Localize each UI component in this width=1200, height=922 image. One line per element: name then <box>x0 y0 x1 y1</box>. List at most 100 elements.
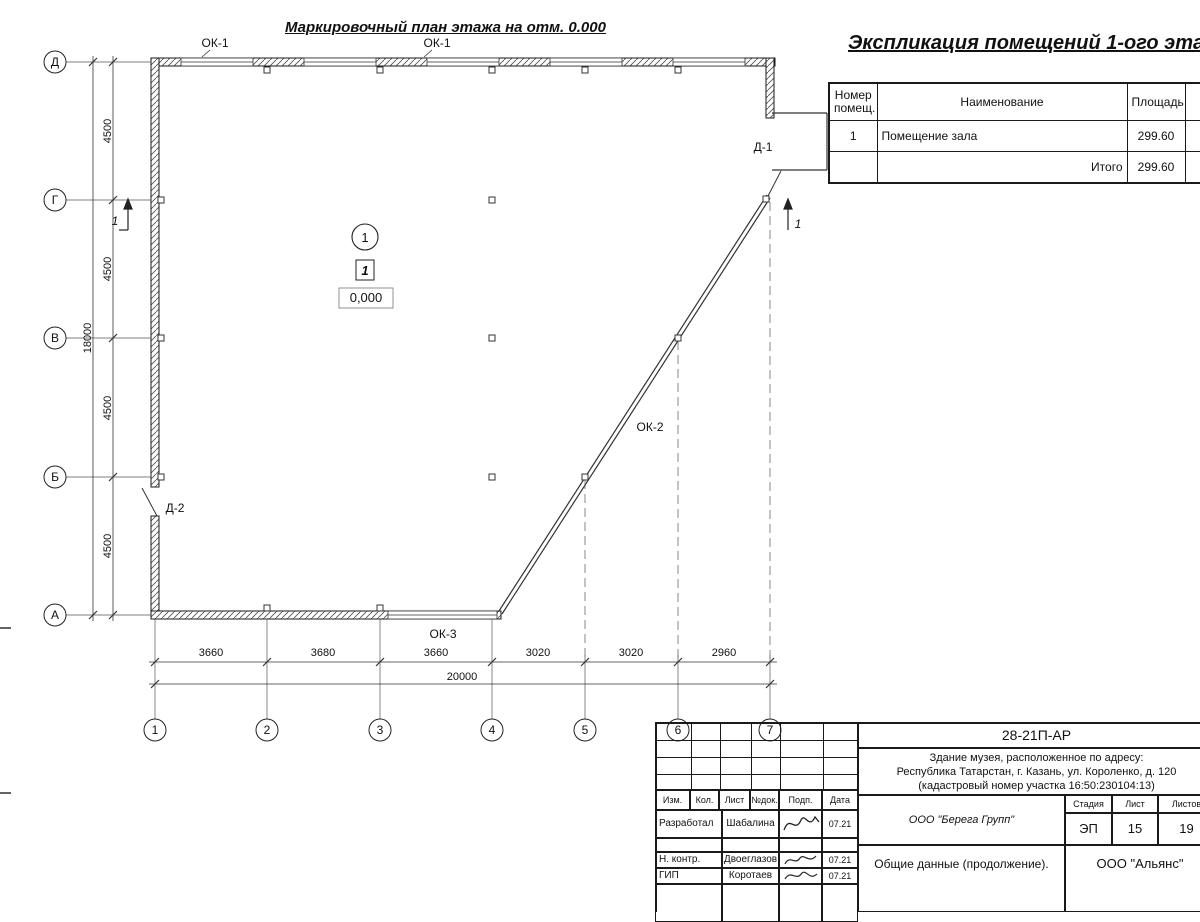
dim-bottom-1: 3660 <box>199 647 223 659</box>
section-mark-right-label: 1 <box>795 217 802 231</box>
signature-scribble <box>783 855 816 865</box>
name-ncontrol: Двоеглазов <box>722 852 779 868</box>
axis-col-1: 1 <box>152 723 159 737</box>
organization-name: ООО "Альянс" <box>1065 845 1200 912</box>
col-header-category: Ка по <box>1184 82 1200 121</box>
signature-ncontrol <box>779 852 822 868</box>
grid-line <box>720 723 721 789</box>
table-row: 1 Помещение зала 299.60 <box>828 119 1200 152</box>
room-cat-cell <box>1184 119 1200 152</box>
col-header-area: Площадь <box>1126 82 1186 121</box>
total-cat-cell <box>1184 150 1200 184</box>
doc-number: 28-21П-АР <box>858 722 1200 748</box>
grid-line <box>656 740 857 741</box>
signature-scribble <box>782 815 820 831</box>
dim-bottom-6: 2960 <box>712 647 736 659</box>
drawing-sheet: Маркировочный план этажа на отм. 0.000 Э… <box>0 19 1200 922</box>
dim-left-1: 4500 <box>102 119 114 143</box>
axis-lines <box>66 61 771 719</box>
col-header-number: Номер помещ. <box>828 82 878 121</box>
date-gip: 07.21 <box>822 868 858 884</box>
bottom-window <box>387 610 498 620</box>
col-kol: Кол. <box>690 790 719 810</box>
stage-value: ЭП <box>1065 813 1112 845</box>
dimension-lines <box>88 56 777 689</box>
door-label-d1: Д-1 <box>754 140 773 154</box>
door-d2-leaf <box>141 487 158 517</box>
grid-line <box>656 757 857 758</box>
explication-table: Номер помещ. Наименование Площадь Ка по … <box>828 82 1200 184</box>
sheet-label: Лист <box>1112 795 1158 813</box>
axis-row-a: А <box>51 608 59 622</box>
ok1-leader-2 <box>423 49 433 58</box>
col-list: Лист <box>719 790 750 810</box>
window-label-ok1-b: ОК-1 <box>424 36 451 50</box>
empty-cell <box>722 884 779 922</box>
room-num-cell: 1 <box>828 119 878 152</box>
grid-line <box>780 723 781 789</box>
signature-scribble <box>783 871 817 880</box>
window-label-ok2: ОК-2 <box>637 420 664 434</box>
window-label-ok3: ОК-3 <box>430 627 457 641</box>
plan-title: Маркировочный план этажа на отм. 0.000 <box>285 19 606 36</box>
total-label-cell: Итого <box>876 150 1128 184</box>
door-label-d2: Д-2 <box>166 501 185 515</box>
empty-cell <box>779 884 822 922</box>
table-row-total: Итого 299.60 <box>828 150 1200 184</box>
axis-col-5: 5 <box>582 723 589 737</box>
axis-row-g: Г <box>52 193 59 207</box>
dim-bottom-4: 3020 <box>526 647 550 659</box>
window-label-ok1-a: ОК-1 <box>202 36 229 50</box>
dim-left-total: 18000 <box>82 323 94 354</box>
explication-title: Экспликация помещений 1-ого этажа <box>848 32 1200 54</box>
vestibule-d1 <box>767 112 828 197</box>
name-gip: Коротаев <box>722 868 779 884</box>
axis-col-6: 6 <box>675 723 682 737</box>
grid-line <box>751 723 752 789</box>
role-ncontrol: Н. контр. <box>655 852 722 868</box>
doc-title: Общие данные (продолжение). <box>858 845 1065 912</box>
grid-line <box>823 723 824 789</box>
date-developer: 07.21 <box>822 810 858 838</box>
section-mark-right <box>783 197 793 230</box>
elevation-label: 0,000 <box>350 290 383 305</box>
dim-bottom-3: 3660 <box>424 647 448 659</box>
room-type-mark: 1 <box>361 263 368 278</box>
diagonal-glazed-wall <box>498 194 771 615</box>
empty-cell <box>655 838 722 852</box>
object-line-3: (кадастровый номер участка 16:50:230104:… <box>918 779 1155 792</box>
dim-left-2: 4500 <box>102 257 114 281</box>
date-ncontrol: 07.21 <box>822 852 858 868</box>
grid-line <box>691 723 692 789</box>
section-mark-left <box>119 197 133 231</box>
company-name: ООО "Берега Групп" <box>858 795 1065 845</box>
axis-col-7: 7 <box>767 723 774 737</box>
total-empty-cell <box>828 150 878 184</box>
col-data: Дата <box>822 790 858 810</box>
empty-cell <box>822 838 858 852</box>
dim-left-3: 4500 <box>102 396 114 420</box>
object-line-2: Республика Татарстан, г. Казань, ул. Кор… <box>896 765 1177 778</box>
col-dok: №док. <box>750 790 779 810</box>
grid-line <box>656 774 857 775</box>
axis-row-d: Д <box>51 55 59 69</box>
ok1-leader-1 <box>201 49 211 58</box>
frame-ticks <box>0 627 11 794</box>
sheets-total: 19 <box>1158 813 1200 845</box>
titleblock-left-border <box>655 722 657 912</box>
room-area-cell: 299.60 <box>1126 119 1186 152</box>
section-mark-left-label: 1 <box>112 214 119 228</box>
total-area-cell: 299.60 <box>1126 150 1186 184</box>
sheets-label: Листов <box>1158 795 1200 813</box>
empty-cell <box>779 838 822 852</box>
floor-plan: 4500 4500 4500 4500 18000 3660 3680 3660… <box>0 36 828 794</box>
signature-developer <box>779 810 822 838</box>
empty-cell <box>822 884 858 922</box>
axis-col-4: 4 <box>489 723 496 737</box>
dim-bottom-2: 3680 <box>311 647 335 659</box>
titleblock-top-border <box>655 722 1200 724</box>
revision-grid <box>655 722 858 790</box>
role-developer: Разработал <box>655 810 722 838</box>
object-description: Здание музея, расположенное по адресу: Р… <box>858 748 1200 795</box>
axis-row-v: В <box>51 331 59 345</box>
